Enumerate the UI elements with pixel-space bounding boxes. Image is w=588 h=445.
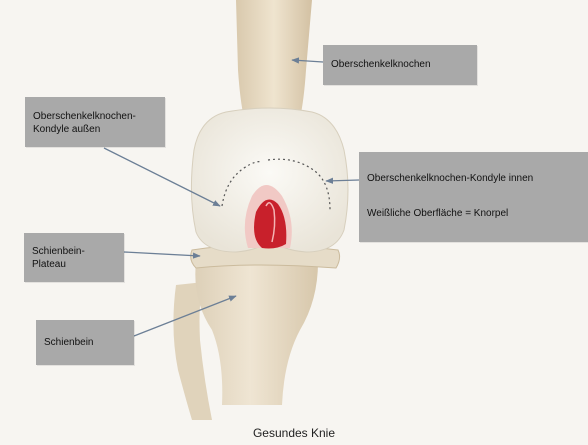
- label-tibial-plateau-line1: Schienbein-: [32, 245, 116, 258]
- label-lateral-condyle-line2: Kondyle außen: [33, 123, 157, 136]
- label-tibia-text: Schienbein: [44, 336, 126, 349]
- label-lateral-condyle: Oberschenkelknochen- Kondyle außen: [25, 97, 165, 147]
- label-medial-condyle: Oberschenkelknochen-Kondyle innen Weißli…: [359, 152, 588, 242]
- label-femur-text: Oberschenkelknochen: [331, 58, 469, 71]
- label-medial-condyle-text: Oberschenkelknochen-Kondyle innen: [367, 172, 580, 185]
- label-tibia: Schienbein: [36, 320, 134, 365]
- label-tibial-plateau: Schienbein- Plateau: [24, 233, 124, 282]
- label-lateral-condyle-line1: Oberschenkelknochen-: [33, 110, 157, 123]
- label-cartilage-note: Weißliche Oberfläche = Knorpel: [367, 207, 580, 220]
- figure-caption: Gesundes Knie: [0, 426, 588, 440]
- label-tibial-plateau-line2: Plateau: [32, 258, 116, 271]
- femur-shaft: [236, 0, 312, 118]
- tibia-shaft: [195, 262, 318, 405]
- label-femur: Oberschenkelknochen: [323, 45, 477, 85]
- pointer-tibial-plateau: [124, 252, 200, 256]
